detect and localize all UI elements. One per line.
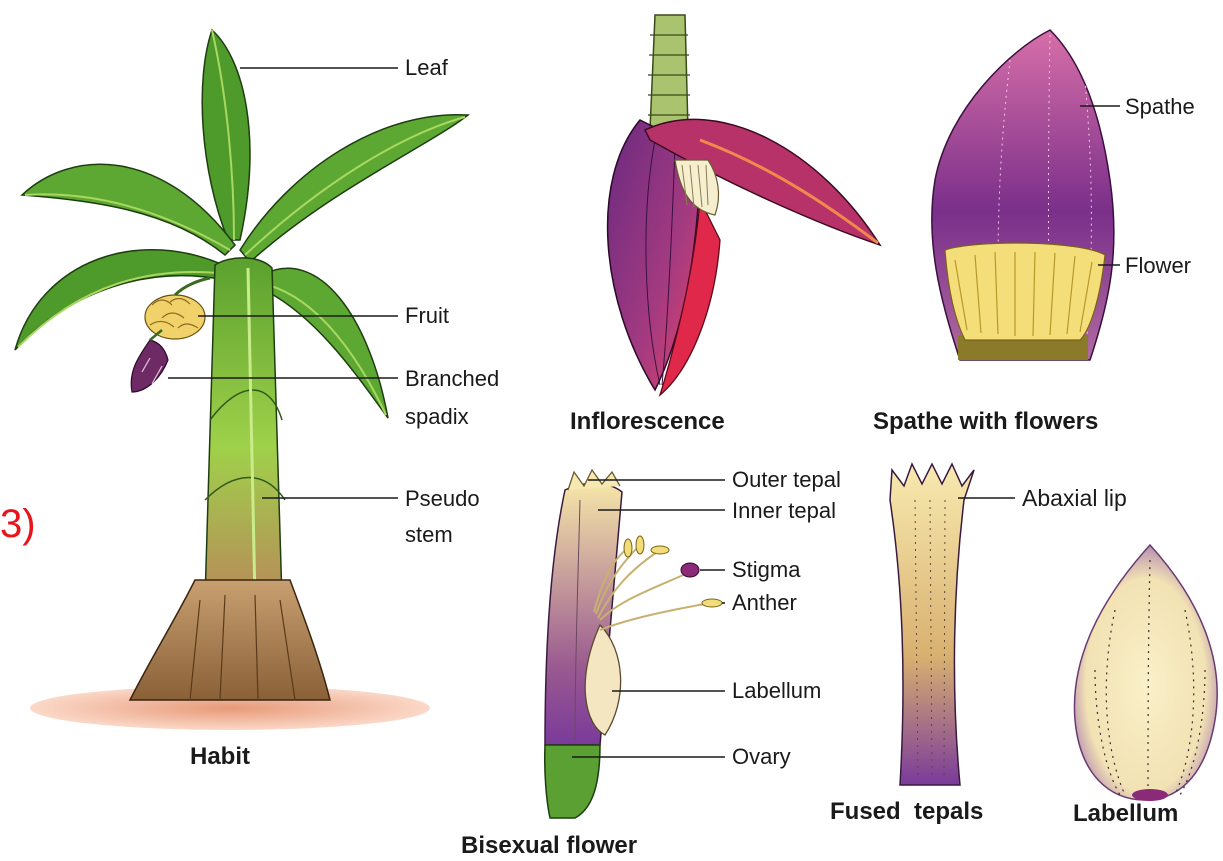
fused-tepals bbox=[890, 464, 974, 785]
label-branched-spadix-line2: spadix bbox=[405, 404, 469, 430]
labellum bbox=[1074, 545, 1217, 800]
label-abaxial-lip: Abaxial lip bbox=[1022, 485, 1127, 511]
label-branched-spadix-line1: Branched bbox=[405, 366, 499, 392]
caption-labellum: Labellum bbox=[1073, 800, 1178, 828]
caption-inflorescence: Inflorescence bbox=[570, 408, 725, 436]
banana-plant-habit bbox=[15, 30, 468, 730]
label-fruit: Fruit bbox=[405, 303, 449, 329]
label-stigma: Stigma bbox=[732, 557, 800, 583]
spathe-flowers bbox=[945, 243, 1105, 360]
peduncle bbox=[650, 15, 688, 130]
top-leaf bbox=[202, 30, 250, 240]
inflorescence-drawing bbox=[608, 15, 880, 395]
label-anther: Anther bbox=[732, 590, 797, 616]
figure-number: 3) bbox=[0, 502, 36, 547]
label-pseudo-stem-line2: stem bbox=[405, 522, 453, 548]
bisexual-flower-drawing bbox=[545, 470, 725, 818]
ovary bbox=[545, 745, 600, 818]
caption-spathe-with-flowers: Spathe with flowers bbox=[873, 408, 1098, 436]
stem-base bbox=[130, 580, 330, 700]
label-outer-tepal: Outer tepal bbox=[732, 467, 841, 493]
fruit-bunch bbox=[145, 278, 210, 339]
fused-tepals-drawing bbox=[890, 464, 1015, 785]
branched-spadix bbox=[131, 330, 168, 392]
label-labellum-part: Labellum bbox=[732, 678, 821, 704]
label-inner-tepal: Inner tepal bbox=[732, 498, 836, 524]
spathe-drawing bbox=[932, 30, 1120, 360]
caption-bisexual-flower: Bisexual flower bbox=[461, 832, 637, 860]
labellum-drawing bbox=[1074, 545, 1217, 801]
label-pseudo-stem-line1: Pseudo bbox=[405, 486, 480, 512]
caption-habit: Habit bbox=[190, 743, 250, 771]
label-flower: Flower bbox=[1125, 253, 1191, 279]
upper-left-leaf bbox=[22, 164, 235, 255]
label-leaf: Leaf bbox=[405, 55, 448, 81]
pseudo-stem bbox=[205, 258, 282, 600]
label-ovary: Ovary bbox=[732, 744, 791, 770]
upper-right-leaf bbox=[240, 115, 468, 262]
caption-fused-tepals: Fused tepals bbox=[830, 798, 983, 826]
lower-left-leaf bbox=[15, 250, 230, 350]
label-spathe: Spathe bbox=[1125, 94, 1195, 120]
